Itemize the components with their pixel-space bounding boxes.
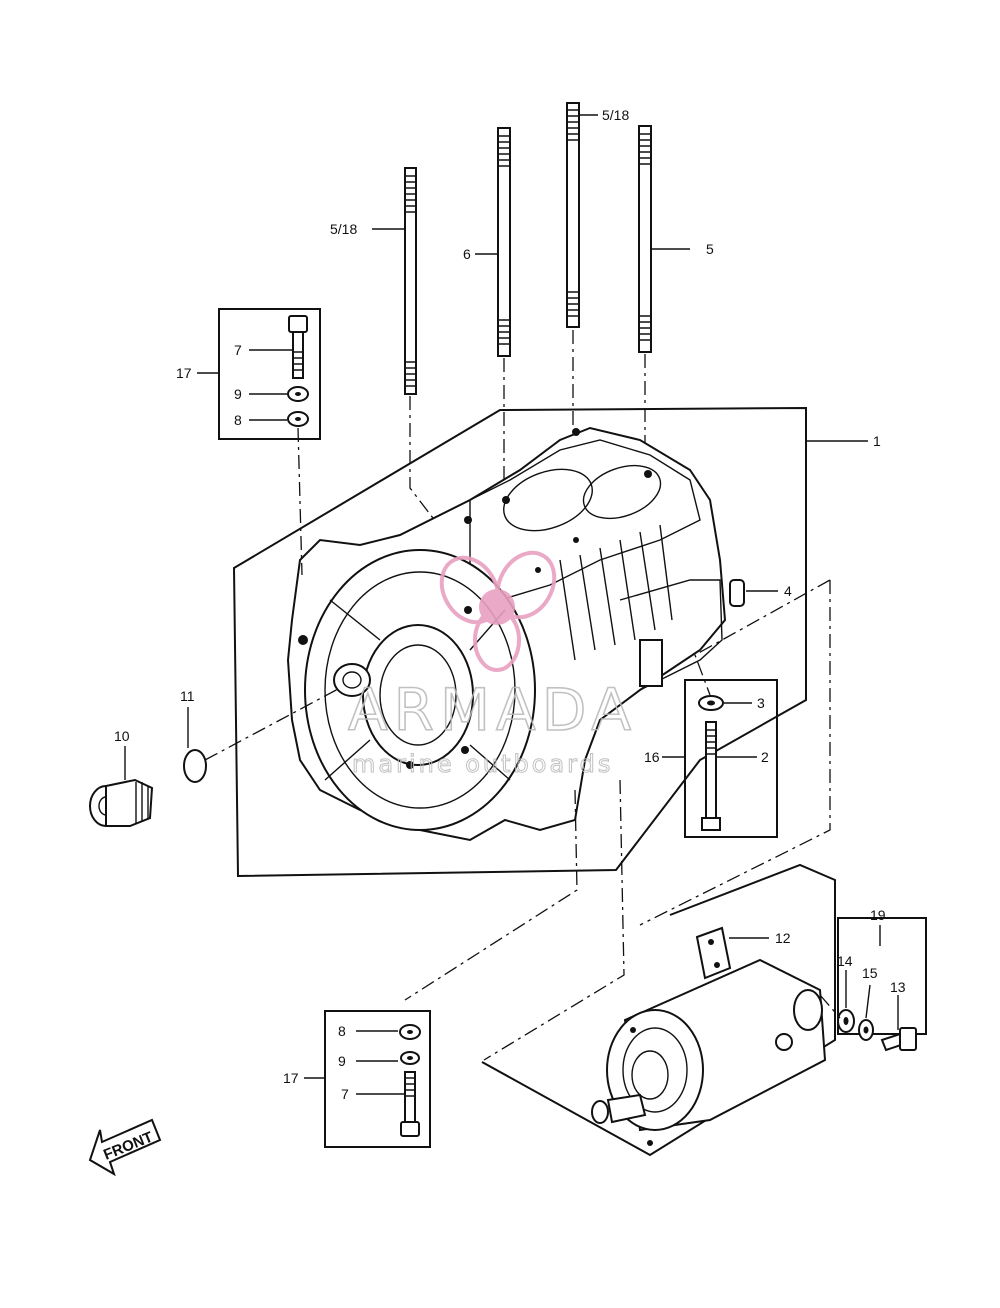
washer-14 — [837, 1009, 855, 1033]
lockwasher-15 — [858, 1019, 874, 1041]
stud-top-5-18 — [566, 102, 580, 328]
watermark-brand: ARMADA — [348, 676, 637, 744]
snap-ring-11 — [183, 749, 207, 783]
stud-left-5-18 — [404, 167, 417, 395]
bracket-plate-12 — [695, 926, 732, 980]
callout-5: 5 — [706, 241, 714, 257]
starter-motor — [591, 958, 827, 1146]
callout-9-top: 9 — [234, 386, 242, 402]
front-direction-marker: FRONT — [88, 1118, 162, 1177]
callout-19: 19 — [870, 907, 886, 923]
crankcase-bracket — [232, 406, 807, 878]
dowel-pin — [729, 579, 745, 607]
callout-8-bottom: 8 — [338, 1023, 346, 1039]
starter-group-bracket — [481, 863, 836, 1157]
group-17-top-bracket — [218, 308, 321, 440]
callout-17-top: 17 — [176, 365, 192, 381]
callout-2: 2 — [761, 749, 769, 765]
stud-6 — [497, 127, 511, 357]
group-19-bracket — [837, 917, 927, 1035]
callout-14: 14 — [837, 953, 853, 969]
bolt-13 — [880, 1027, 917, 1052]
callout-12: 12 — [775, 930, 791, 946]
group-16-bracket — [684, 679, 778, 838]
callout-5-18-top: 5/18 — [602, 107, 629, 123]
crankcase — [286, 426, 727, 842]
callout-16: 16 — [644, 749, 660, 765]
drain-plug-10 — [89, 778, 154, 827]
callout-7-bottom: 7 — [341, 1086, 349, 1102]
watermark-logo — [439, 550, 557, 672]
callout-4: 4 — [784, 583, 792, 599]
callout-8-top: 8 — [234, 412, 242, 428]
callout-7-top: 7 — [234, 342, 242, 358]
callout-5-18-left: 5/18 — [330, 221, 357, 237]
bolt-7-top — [288, 315, 308, 379]
group-17-bottom-bracket — [324, 1010, 431, 1148]
washer-8-top — [287, 411, 309, 427]
callout-1: 1 — [873, 433, 881, 449]
callout-13: 13 — [890, 979, 906, 995]
washer-8-bottom — [399, 1024, 421, 1040]
callout-15: 15 — [862, 965, 878, 981]
callout-3: 3 — [757, 695, 765, 711]
callout-9-bottom: 9 — [338, 1053, 346, 1069]
callout-17-bottom: 17 — [283, 1070, 299, 1086]
washer-3 — [698, 695, 724, 711]
bolt-2 — [701, 721, 721, 831]
watermark-tagline: marine outboards — [352, 750, 613, 778]
lockwasher-9-bottom — [400, 1051, 420, 1065]
watermark: ARMADA marine outboards — [347, 550, 637, 779]
callout-10: 10 — [114, 728, 130, 744]
lockwasher-9-top — [287, 386, 309, 402]
callout-11: 11 — [180, 688, 195, 704]
callout-6: 6 — [463, 246, 471, 262]
stud-5 — [638, 125, 652, 353]
bolt-7-bottom — [400, 1071, 420, 1137]
